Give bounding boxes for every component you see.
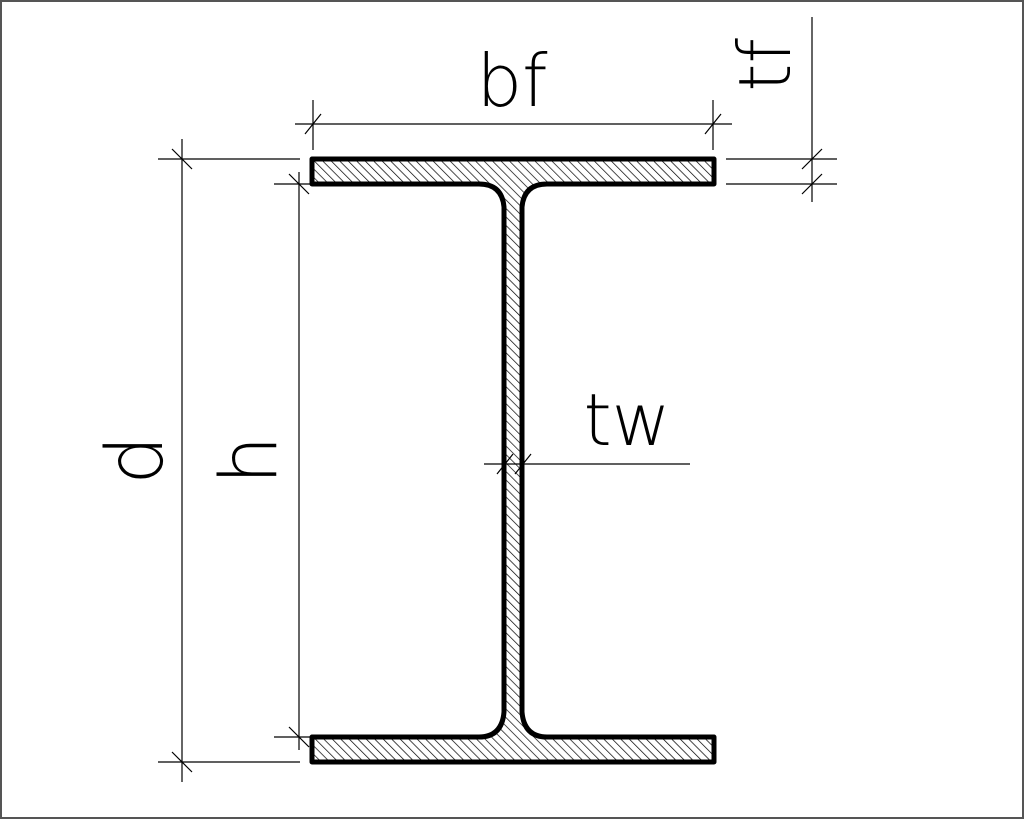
- bf-label: bf: [476, 39, 548, 123]
- i-beam-section: [309, 156, 717, 765]
- tw-dimension: [484, 453, 690, 475]
- tf-label: tf: [723, 38, 807, 92]
- h-dimension: [274, 172, 310, 750]
- tw-label: tw: [583, 378, 670, 462]
- bf-dimension: [295, 100, 732, 150]
- d-label: d: [91, 435, 181, 485]
- d-dimension: [158, 139, 300, 782]
- tf-dimension: [726, 17, 837, 202]
- h-label: h: [205, 435, 295, 484]
